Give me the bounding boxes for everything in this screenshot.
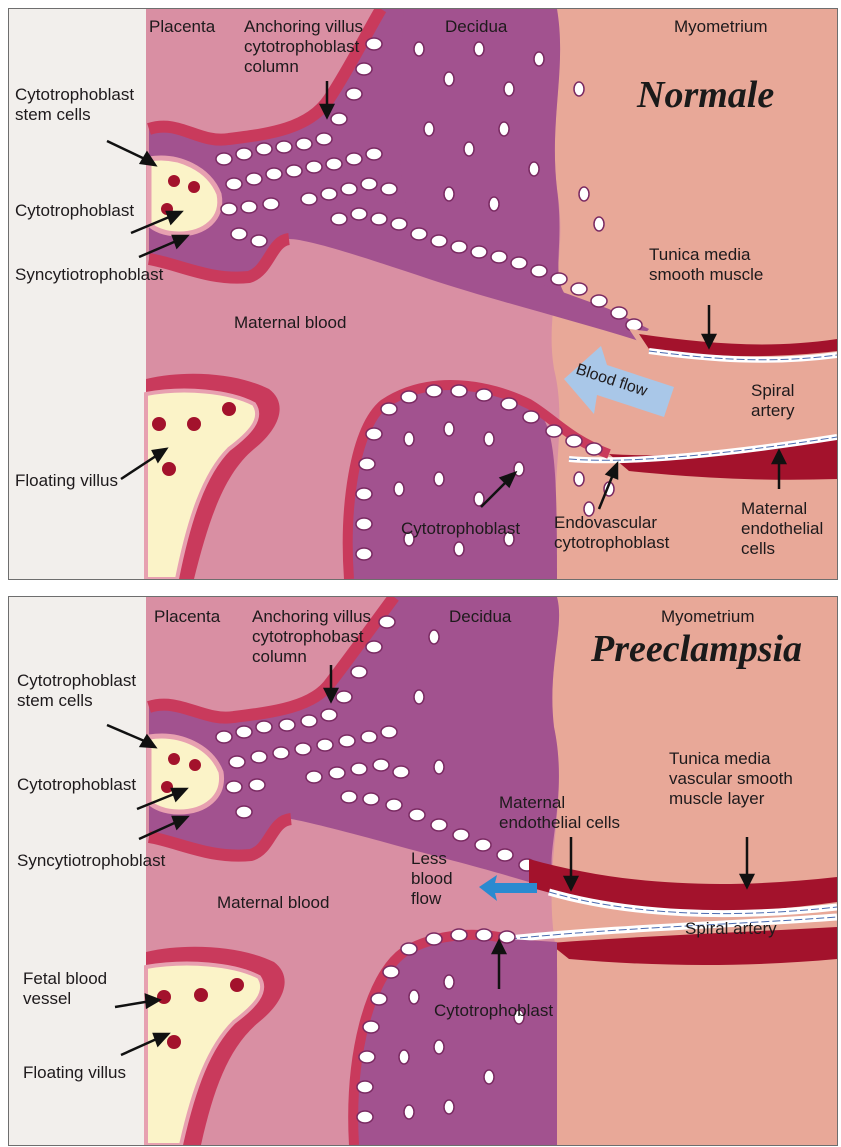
normal-panel: Normale Placenta Anchoring villus cytotr… — [8, 8, 838, 580]
label-decidua: Decidua — [445, 17, 507, 37]
label-endovascular: Endovascular cytotrophoblast — [554, 513, 669, 553]
label-cytotrophoblast-lower: Cytotrophoblast — [401, 519, 520, 539]
myometrium-region — [552, 597, 837, 1145]
label-anchoring-villus: Anchoring villus cytotrophoblast column — [244, 17, 363, 77]
label-decidua: Decidua — [449, 607, 511, 627]
label-stem-cells: Cytotrophoblast stem cells — [17, 671, 136, 711]
label-cytotrophoblast-upper: Cytotrophoblast — [15, 201, 134, 221]
label-spiral-artery: Spiral artery — [685, 919, 777, 939]
label-myometrium: Myometrium — [674, 17, 768, 37]
label-anchoring-villus: Anchoring villus cytotrophobast column — [252, 607, 371, 667]
label-maternal-blood: Maternal blood — [234, 313, 346, 333]
label-spiral-artery: Spiral artery — [751, 381, 794, 421]
label-tunica-media: Tunica media smooth muscle — [649, 245, 763, 285]
label-syncytiotrophoblast: Syncytiotrophoblast — [15, 265, 163, 285]
preeclampsia-panel: Preeclampsia Placenta Anchoring villus c… — [8, 596, 838, 1146]
label-stem-cells: Cytotrophoblast stem cells — [15, 85, 134, 125]
preeclampsia-title: Preeclampsia — [591, 627, 802, 671]
label-placenta: Placenta — [149, 17, 215, 37]
label-maternal-blood: Maternal blood — [217, 893, 329, 913]
label-tunica-media: Tunica media vascular smooth muscle laye… — [669, 749, 793, 809]
label-placenta: Placenta — [154, 607, 220, 627]
label-floating-villus: Floating villus — [23, 1063, 126, 1083]
label-syncytiotrophoblast: Syncytiotrophoblast — [17, 851, 165, 871]
label-floating-villus: Floating villus — [15, 471, 118, 491]
label-fetal-blood-vessel: Fetal blood vessel — [23, 969, 107, 1009]
label-myometrium: Myometrium — [661, 607, 755, 627]
label-cytotrophoblast-upper: Cytotrophoblast — [17, 775, 136, 795]
label-maternal-endothelial: Maternal endothelial cells — [499, 793, 620, 833]
label-less-blood-flow: Less blood flow — [411, 849, 453, 909]
label-cytotrophoblast-lower: Cytotrophoblast — [434, 1001, 553, 1021]
label-maternal-endothelial: Maternal endothelial cells — [741, 499, 823, 559]
normal-title: Normale — [637, 73, 774, 117]
